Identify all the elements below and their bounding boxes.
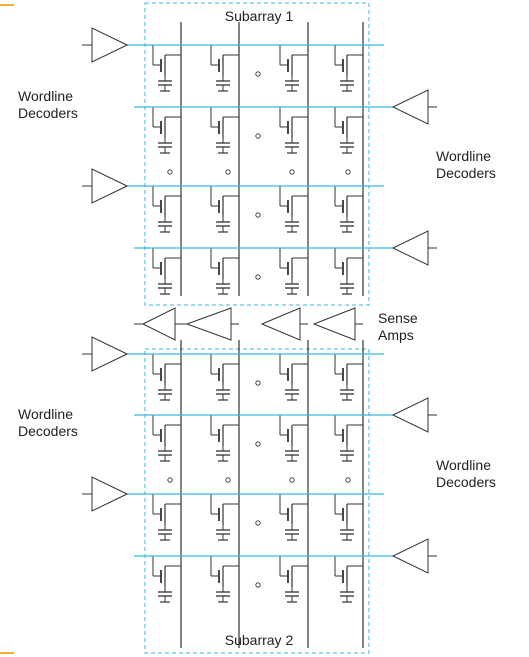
memory-cell — [152, 354, 181, 401]
wordline-driver-right — [391, 397, 437, 433]
subarray-1-title: Subarray 1 — [224, 8, 294, 24]
memory-cell — [279, 354, 308, 401]
memory-cell — [334, 494, 363, 541]
memory-cell — [152, 248, 181, 295]
memory-cell — [152, 494, 181, 541]
ellipsis-dot — [255, 380, 261, 386]
wordline-driver-right — [391, 230, 437, 266]
sense-amplifiers — [134, 307, 363, 341]
ellipsis-dot — [345, 477, 351, 483]
memory-cell — [334, 45, 363, 92]
wordline-driver-left — [82, 476, 129, 512]
wordline-decoders-label-left-bottom: Wordline Decoders — [18, 406, 78, 439]
memory-cell — [334, 186, 363, 233]
sense-amp — [141, 307, 181, 341]
sense-amp — [312, 307, 363, 341]
ellipsis-dot — [255, 133, 261, 139]
sense-amps-label: Sense Amps — [378, 310, 418, 343]
memory-cell — [279, 45, 308, 92]
memory-cell — [152, 45, 181, 92]
memory-cell — [334, 107, 363, 154]
ellipsis-dot — [255, 274, 261, 280]
ellipsis-dot — [289, 169, 295, 175]
ellipsis-dot — [255, 441, 261, 447]
subarray-2-frame — [144, 348, 370, 654]
memory-cell — [279, 556, 308, 603]
memory-cell — [334, 556, 363, 603]
ellipsis-dot — [167, 169, 173, 175]
memory-cell — [279, 107, 308, 154]
memory-cell — [334, 354, 363, 401]
subarray-2-title: Subarray 2 — [224, 632, 294, 648]
memory-cell — [210, 415, 239, 462]
memory-cell — [210, 45, 239, 92]
bitlines — [180, 22, 364, 648]
ellipsis-dot — [255, 71, 261, 77]
wordline-driver-left — [82, 27, 129, 63]
subarray-1-frame — [144, 2, 370, 306]
ellipsis-dot — [167, 477, 173, 483]
memory-cell — [210, 556, 239, 603]
memory-cell — [152, 556, 181, 603]
wordline-decoders-label-right-bottom: Wordline Decoders — [436, 457, 496, 490]
ellipsis-dot — [289, 477, 295, 483]
memory-cell — [210, 107, 239, 154]
wordline-drivers — [82, 27, 437, 574]
memory-cell — [334, 415, 363, 462]
sense-amp — [185, 307, 239, 341]
ellipsis-dot — [255, 212, 261, 218]
wordline-driver-right — [391, 538, 437, 574]
memory-cell — [279, 415, 308, 462]
memory-cells — [152, 45, 363, 603]
memory-cell — [210, 186, 239, 233]
memory-cell — [279, 494, 308, 541]
memory-cell — [334, 248, 363, 295]
subarray-frames — [144, 2, 370, 654]
ellipsis-dots — [167, 71, 351, 588]
ellipsis-dot — [225, 477, 231, 483]
wordline-decoders-label-left-top: Wordline Decoders — [18, 88, 78, 121]
memory-cell — [152, 415, 181, 462]
ellipsis-dot — [345, 169, 351, 175]
wordline-driver-left — [82, 168, 129, 204]
memory-cell — [210, 494, 239, 541]
wordline-driver-right — [391, 89, 437, 125]
wordlines — [127, 44, 393, 557]
sense-amp — [260, 307, 308, 341]
wordline-decoders-label-right-top: Wordline Decoders — [436, 148, 496, 181]
corner-accent-top — [0, 4, 14, 6]
memory-cell — [279, 186, 308, 233]
memory-cell — [152, 186, 181, 233]
ellipsis-dot — [255, 582, 261, 588]
ellipsis-dot — [225, 169, 231, 175]
memory-cell — [210, 354, 239, 401]
memory-cell — [210, 248, 239, 295]
memory-cell — [279, 248, 308, 295]
corner-accent-bottom — [0, 652, 14, 654]
wordline-driver-left — [82, 336, 129, 372]
memory-cell — [152, 107, 181, 154]
ellipsis-dot — [255, 520, 261, 526]
